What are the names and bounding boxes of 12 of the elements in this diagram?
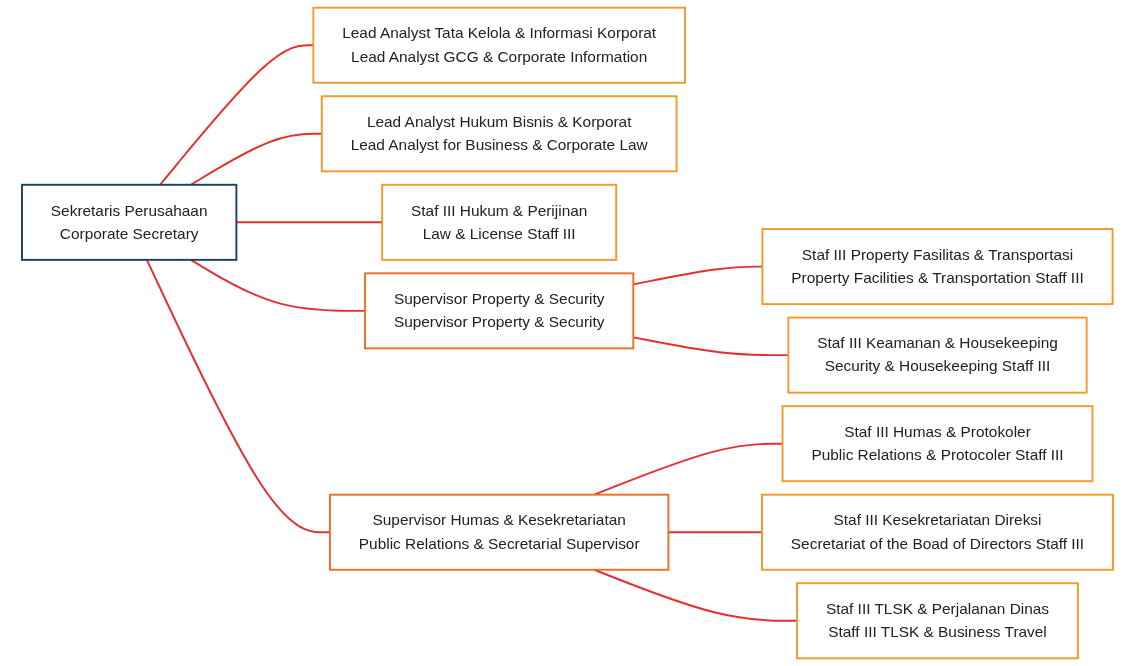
- node-box: Staf III Humas & Protokoler Public Relations & Protocoler Staff III: [781, 405, 1094, 483]
- node-box: Staf III Hukum & Perijinan Law & License Staff III: [381, 183, 618, 261]
- node-box: Lead Analyst Hukum Bisnis & Korporat Lead Analyst for Business & Corporate Law: [320, 95, 678, 173]
- node-box: Supervisor Property & Security Supervisor Property & Security: [364, 272, 635, 350]
- node-box: Lead Analyst Tata Kelola & Informasi Korporat Lead Analyst GCG & Corporate Information: [312, 6, 686, 84]
- node-box: Staf III Keamanan & Housekeeping Security & Housekeeping Staff III: [787, 316, 1088, 394]
- node-box: Supervisor Humas & Kesekretariatan Public Relations & Secretarial Supervisor: [329, 493, 670, 571]
- node-box: Sekretaris Perusahaan Corporate Secretary: [21, 183, 238, 261]
- node-box: Staf III TLSK & Perjalanan Dinas Staff III TLSK & Business Travel: [796, 582, 1079, 660]
- node-box: Staf III Property Fasilitas & Transportasi Property Facilities & Transportation Staff III: [761, 228, 1114, 306]
- connector: [190, 258, 366, 312]
- node-box: Staf III Kesekretariatan Direksi Secretariat of the Boad of Directors Staff III: [761, 493, 1114, 571]
